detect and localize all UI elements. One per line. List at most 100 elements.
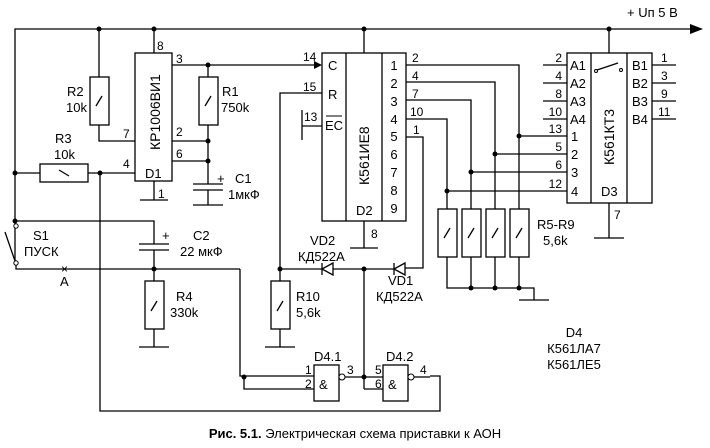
r10-value: 5,6k xyxy=(296,305,321,320)
d3-pin-9: 9 xyxy=(661,87,668,101)
d2-pin-8: 8 xyxy=(371,227,378,241)
r1-ref: R1 xyxy=(222,84,239,99)
d3-a3: A3 xyxy=(570,94,586,109)
diode-vd2: VD2 КД522А xyxy=(277,233,400,277)
d3-a2: A2 xyxy=(570,76,586,91)
bus-wires xyxy=(400,64,567,269)
d3-pin-12: 12 xyxy=(549,177,563,191)
d3-c2: 2 xyxy=(571,147,578,162)
resistor-r4: R4 330k xyxy=(139,269,314,390)
d4-1-pin-3: 3 xyxy=(347,363,354,377)
s1-name: ПУСК xyxy=(24,244,59,259)
d2-ref: D2 xyxy=(356,203,373,218)
ic-d3: К561КТ3 D3 A1 A2 A3 A4 2 4 8 10 1 2 3 4 … xyxy=(543,29,676,239)
d3-b3: B3 xyxy=(632,94,648,109)
d4-2-symbol: & xyxy=(388,377,397,392)
d1-ref: D1 xyxy=(145,166,162,181)
r2-value: 10k xyxy=(66,100,87,115)
d4-2-pin-5: 5 xyxy=(375,363,382,377)
resistor-r10: R10 5,6k xyxy=(265,269,321,348)
ic-d2: C R EC 14 15 13 К561ИЕ8 D2 1 2 3 4 5 6 7… xyxy=(279,26,424,269)
vd2-ref: VD2 xyxy=(310,233,335,248)
d2-out-9: 9 xyxy=(390,201,397,216)
switch-s1[interactable]: S1 ПУСК × A xyxy=(4,218,240,290)
resistor-r3: R3 10k xyxy=(12,131,441,412)
d2-out-6: 6 xyxy=(390,147,397,162)
d2-pin-15: 15 xyxy=(303,80,317,94)
d3-pin-6: 6 xyxy=(555,158,562,172)
supply-label: + Uп 5 В xyxy=(627,5,678,20)
d2-out-1: 1 xyxy=(390,58,397,73)
r4-value: 330k xyxy=(170,305,199,320)
d2-pin-2: 2 xyxy=(412,51,419,65)
d1-pin-4: 4 xyxy=(123,157,130,171)
d2-label-r: R xyxy=(328,87,337,102)
d4-1-symbol: & xyxy=(319,377,328,392)
diode-vd1-icon xyxy=(392,261,406,277)
supply-arrow-icon xyxy=(690,24,703,34)
capacitor-c1: + C1 1мкФ xyxy=(193,171,260,206)
c2-ref: C2 xyxy=(193,228,210,243)
d3-pin-11: 11 xyxy=(658,105,671,119)
d2-pin-4: 4 xyxy=(412,69,419,83)
d3-a4: A4 xyxy=(570,112,586,127)
d1-pin-8: 8 xyxy=(157,39,164,53)
d4-part-la7: К561ЛА7 xyxy=(547,341,601,356)
r2-ref: R2 xyxy=(67,84,84,99)
d3-pin-1: 1 xyxy=(661,51,668,65)
d1-pin-2: 2 xyxy=(176,125,183,139)
caption-text: Электрическая схема приставки к АОН xyxy=(261,426,502,441)
diode-vd1: VD1 КД522А xyxy=(376,261,423,304)
d4-1-ref: D4.1 xyxy=(314,349,341,364)
c1-ref: C1 xyxy=(235,171,252,186)
r4-ref: R4 xyxy=(176,289,193,304)
r5-r9-ref: R5-R9 xyxy=(537,217,575,232)
d4-part-le5: К561ЛЕ5 xyxy=(547,357,601,372)
point-a-marker-icon: × xyxy=(61,262,68,276)
d2-out-4: 4 xyxy=(390,112,397,127)
d2-label-ec: EC xyxy=(325,118,343,133)
d2-out-5: 5 xyxy=(390,129,397,144)
d1-pin-7: 7 xyxy=(123,127,130,141)
r10-ref: R10 xyxy=(296,289,320,304)
d4-part-label: D4 К561ЛА7 К561ЛЕ5 xyxy=(547,325,601,372)
capacitor-c2: + C2 22 мкФ xyxy=(15,220,223,272)
d4-2-pin-4: 4 xyxy=(420,363,427,377)
d2-out-7: 7 xyxy=(390,165,397,180)
d3-part: К561КТ3 xyxy=(601,109,617,165)
d3-b2: B2 xyxy=(632,76,648,91)
clock-arrow-icon xyxy=(314,61,322,69)
d3-c4: 4 xyxy=(571,184,578,199)
vd1-part: КД522А xyxy=(376,289,423,304)
d4-2-ref: D4.2 xyxy=(386,349,413,364)
d3-ref: D3 xyxy=(601,184,618,199)
d1-part: КР1006ВИ1 xyxy=(147,74,163,150)
d2-out-3: 3 xyxy=(390,94,397,109)
d3-pin-3: 3 xyxy=(661,69,668,83)
r5-r9-value: 5,6k xyxy=(543,233,568,248)
d3-pin-10: 10 xyxy=(549,105,563,119)
c2-value: 22 мкФ xyxy=(180,244,223,259)
d3-a1: A1 xyxy=(570,58,586,73)
d3-pin-13: 13 xyxy=(549,122,563,136)
vd2-part: КД522А xyxy=(298,249,345,264)
diode-vd2-icon xyxy=(320,261,334,277)
caption-prefix: Рис. 5.1. xyxy=(208,426,262,441)
d2-out-8: 8 xyxy=(390,183,397,198)
d2-label-c: C xyxy=(328,58,337,73)
r1-value: 750k xyxy=(221,100,250,115)
c1-value: 1мкФ xyxy=(228,187,260,202)
resistor-r1: R1 750k xyxy=(172,62,320,184)
point-a-label: A xyxy=(60,274,69,289)
figure-caption: Рис. 5.1. Электрическая схема приставки … xyxy=(0,426,710,441)
gate-d4-2: & D4.2 5 6 4 xyxy=(375,349,430,402)
d4-1-pin-1: 1 xyxy=(305,363,312,377)
d3-c1: 1 xyxy=(571,129,578,144)
d3-b4: B4 xyxy=(632,112,648,127)
d1-pin-6: 6 xyxy=(176,147,183,161)
r3-value: 10k xyxy=(54,147,75,162)
d4-1-pin-2: 2 xyxy=(305,377,312,391)
d3-pin-8: 8 xyxy=(555,87,562,101)
r3-ref: R3 xyxy=(55,131,72,146)
